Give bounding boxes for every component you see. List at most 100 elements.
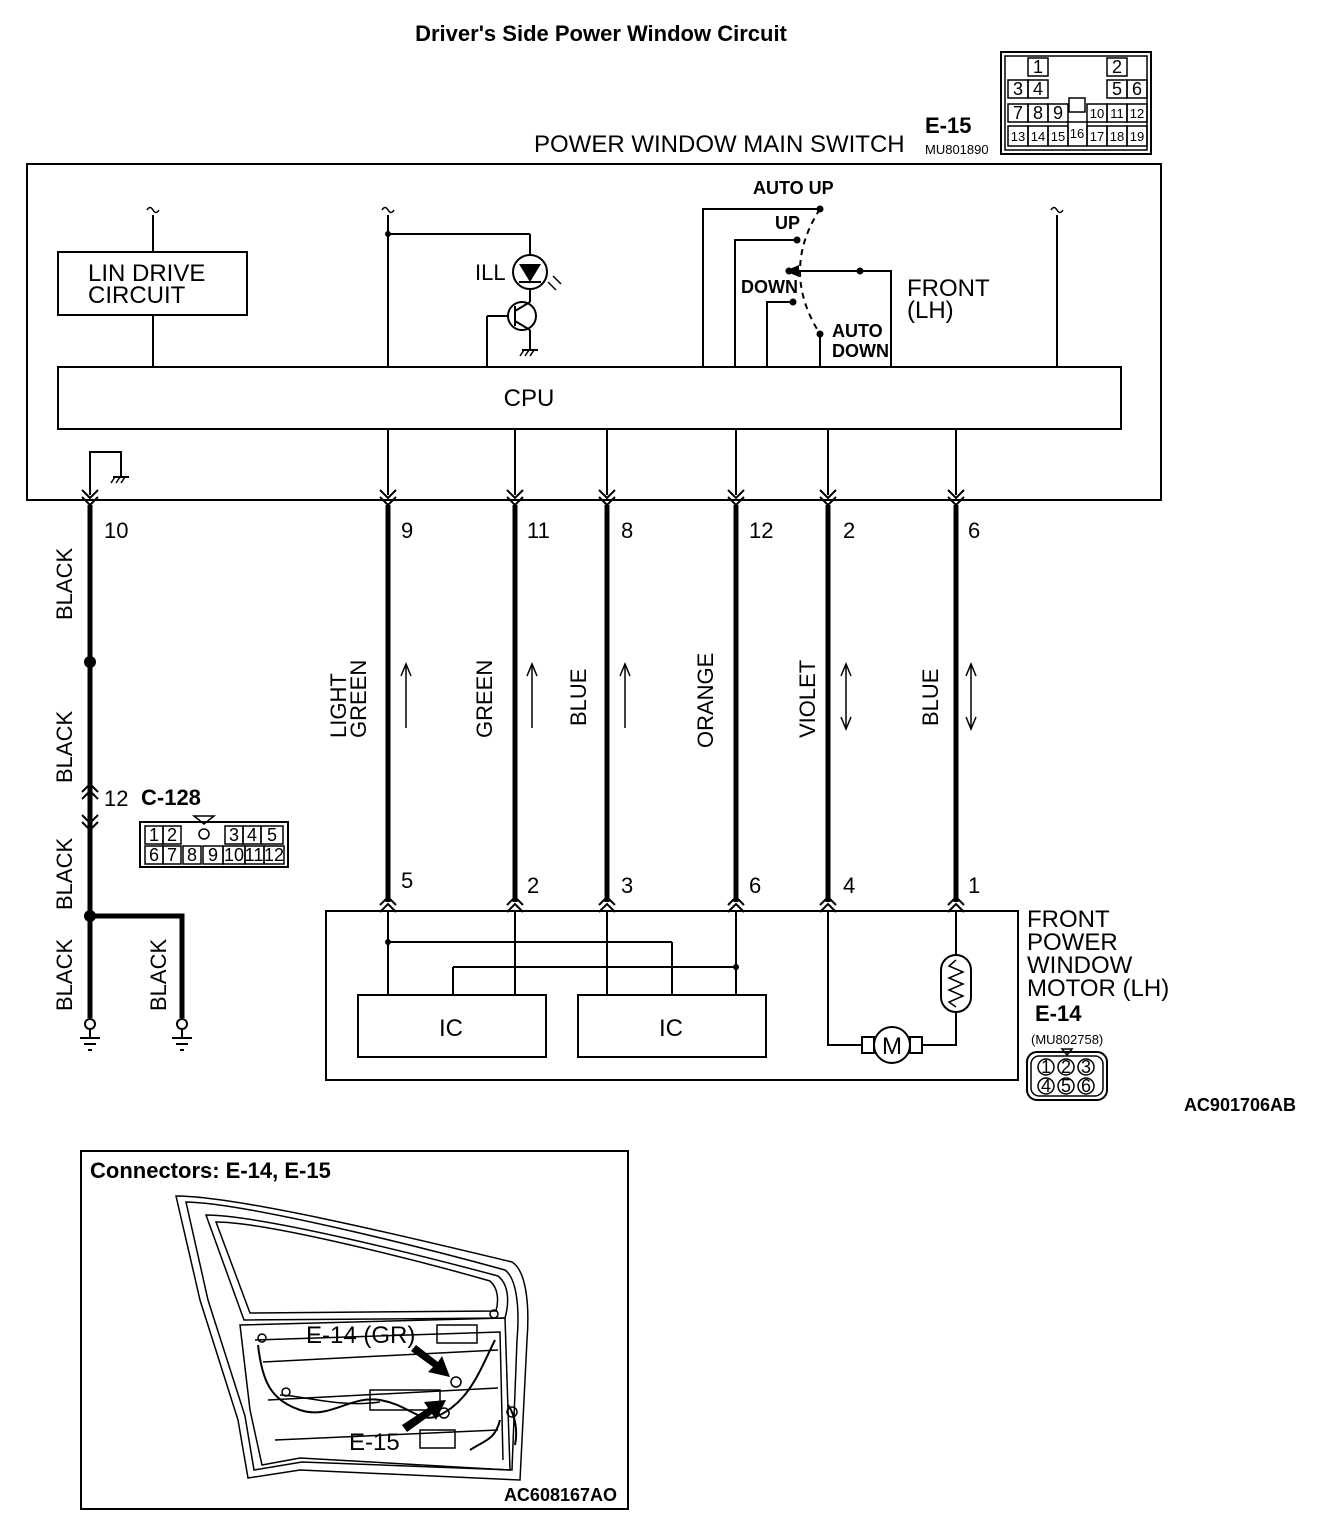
svg-text:8: 8 xyxy=(187,845,197,865)
switch-front-label: FRONT xyxy=(907,275,990,302)
cpu-label: CPU xyxy=(504,385,555,412)
lin-drive-label: LIN DRIVE xyxy=(88,260,205,287)
svg-text:1: 1 xyxy=(149,825,159,845)
wire-color-label: VIOLET xyxy=(795,660,820,738)
svg-text:6: 6 xyxy=(1081,1076,1091,1096)
e15-pin: 17 xyxy=(1090,129,1104,144)
door-illustration xyxy=(175,1195,529,1481)
svg-text:10: 10 xyxy=(224,845,244,865)
diagram-title: Driver's Side Power Window Circuit xyxy=(415,21,787,46)
connector-chevron xyxy=(81,814,99,832)
svg-text:2: 2 xyxy=(167,825,177,845)
pin-number: 2 xyxy=(843,518,855,543)
ic-label: IC xyxy=(659,1015,683,1042)
connector-chevron xyxy=(81,782,99,800)
c128-connector-face: 1 2 3 4 5 6 7 8 9 10 11 12 xyxy=(139,815,289,868)
pin-number: 10 xyxy=(104,518,128,543)
e15-label: E-15 xyxy=(925,113,971,138)
e15-pin: 9 xyxy=(1053,103,1063,123)
e15-pin: 18 xyxy=(1110,129,1124,144)
wire-color-label: BLACK xyxy=(146,939,171,1011)
ground-icon xyxy=(80,1018,100,1051)
ground-icon xyxy=(519,349,538,357)
e15-pin: 19 xyxy=(1130,129,1144,144)
switch-pos-auto: AUTO xyxy=(832,321,883,341)
e14-part-no: (MU802758) xyxy=(1031,1032,1103,1047)
motor-label: MOTOR (LH) xyxy=(1027,975,1169,1002)
svg-text:3: 3 xyxy=(1081,1057,1091,1077)
switch-pos-up: UP xyxy=(775,213,800,233)
pin-number: 1 xyxy=(968,873,980,898)
wire-color-label: ORANGE xyxy=(693,653,718,748)
switch-pos-auto-down: DOWN xyxy=(832,341,889,361)
pin-number: 12 xyxy=(749,518,773,543)
e14-connector-face: 1 2 3 4 5 6 xyxy=(1026,1048,1108,1101)
ic-label: IC xyxy=(439,1015,463,1042)
motor-label: FRONT xyxy=(1027,906,1110,933)
e15-pin: 12 xyxy=(1130,106,1144,121)
cpu-block xyxy=(57,366,1122,430)
e15-pin: 11 xyxy=(1110,106,1124,121)
svg-text:7: 7 xyxy=(167,845,177,865)
c128-pin: 12 xyxy=(104,786,128,811)
svg-text:5: 5 xyxy=(1061,1076,1071,1096)
signal-arrow-icon xyxy=(619,662,631,728)
svg-text:4: 4 xyxy=(247,825,257,845)
wire-color-label: BLUE xyxy=(918,669,943,726)
pin-number: 2 xyxy=(527,873,539,898)
pin-number: 6 xyxy=(968,518,980,543)
lin-drive-label: CIRCUIT xyxy=(88,282,186,309)
wire-color-label: BLACK xyxy=(52,711,77,783)
ill-label: ILL xyxy=(475,260,506,285)
pin-number: 8 xyxy=(621,518,633,543)
main-switch-label: POWER WINDOW MAIN SWITCH xyxy=(534,131,905,158)
main-switch-body xyxy=(26,163,1162,501)
svg-text:6: 6 xyxy=(149,845,159,865)
switch-pos-down: DOWN xyxy=(741,277,798,297)
signal-arrow-icon xyxy=(526,662,538,728)
wire-color-label: GREEN xyxy=(346,660,371,738)
motor-label: POWER xyxy=(1027,929,1118,956)
pin-number: 11 xyxy=(527,518,550,543)
motor-body xyxy=(325,910,1019,1081)
e15-pin: 15 xyxy=(1051,129,1065,144)
pin-chevrons-top xyxy=(81,489,965,507)
pin-number: 6 xyxy=(749,873,761,898)
pin-number: 3 xyxy=(621,873,633,898)
e15-pin: 7 xyxy=(1013,103,1023,123)
svg-text:11: 11 xyxy=(245,845,264,865)
inset-callout-e14: E-14 (GR) xyxy=(306,1322,415,1349)
wire-color-label: BLACK xyxy=(52,838,77,910)
e15-pin: 16 xyxy=(1070,126,1084,141)
svg-text:5: 5 xyxy=(267,825,277,845)
wire-color-label: GREEN xyxy=(472,660,497,738)
e15-pin: 3 xyxy=(1013,79,1023,99)
inset-figure-code: AC608167AO xyxy=(504,1485,617,1505)
transistor-icon xyxy=(507,301,537,331)
pin-chevrons-bottom xyxy=(379,895,965,913)
switch-lh-label: (LH) xyxy=(907,297,954,324)
e15-pin: 5 xyxy=(1112,79,1122,99)
e15-part-no: MU801890 xyxy=(925,142,989,157)
svg-text:9: 9 xyxy=(208,845,218,865)
pin-number: 9 xyxy=(401,518,413,543)
figure-code: AC901706AB xyxy=(1184,1095,1296,1115)
e15-pin: 1 xyxy=(1033,57,1043,77)
motor-label: WINDOW xyxy=(1027,952,1133,979)
signal-arrow-icon xyxy=(400,662,412,728)
svg-text:M: M xyxy=(882,1033,902,1060)
callout-arrow-icon xyxy=(411,1345,450,1377)
switch-pos-auto-up: AUTO UP xyxy=(753,178,834,198)
ground-icon xyxy=(110,476,129,484)
wire-color-label: BLUE xyxy=(566,669,591,726)
e15-pin: 14 xyxy=(1031,129,1045,144)
wire-color-label: LIGHT xyxy=(326,673,351,738)
ic-block xyxy=(357,994,547,1058)
e15-pin: 8 xyxy=(1033,103,1043,123)
inset-callout-e15: E-15 xyxy=(349,1429,400,1456)
wire-color-label: BLACK xyxy=(52,939,77,1011)
continuation-icon xyxy=(1050,206,1064,214)
ground-icon xyxy=(172,1018,192,1051)
callout-arrow-icon xyxy=(402,1400,446,1432)
